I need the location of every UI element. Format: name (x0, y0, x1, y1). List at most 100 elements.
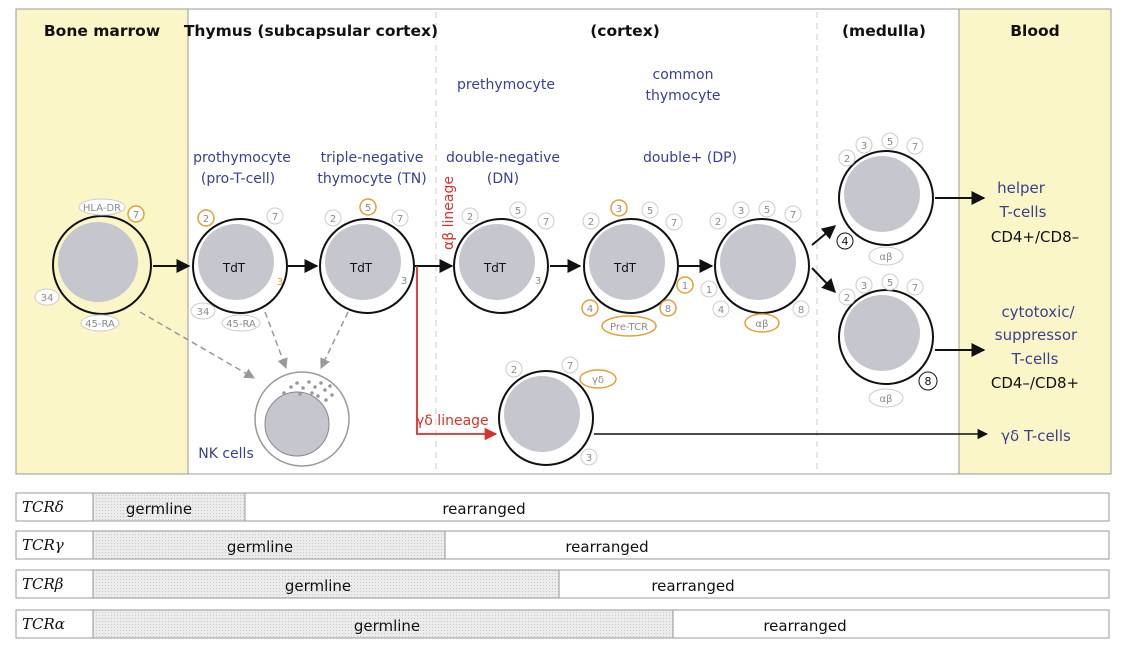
svg-text:HLA-DR: HLA-DR (83, 203, 121, 214)
marker-cd8: 8 (792, 300, 810, 318)
svg-text:3: 3 (616, 204, 622, 215)
tdt-label: TdT (483, 261, 507, 275)
tcr-germline: germline (227, 538, 293, 556)
svg-text:5: 5 (887, 278, 893, 289)
svg-text:7: 7 (397, 214, 403, 225)
label-double-negative-1: double-negative (446, 150, 560, 166)
svg-text:2: 2 (844, 293, 850, 304)
marker-cd2: 2 (709, 212, 727, 230)
output-cytotoxic-4: CD4–/CD8+ (991, 374, 1079, 392)
arrow-bone-marrow-to-nk (139, 311, 255, 379)
marker-cd5: 5 (509, 201, 527, 219)
marker-cd3-cytoplasmic: 3 (401, 276, 407, 287)
svg-text:4: 4 (842, 235, 849, 248)
tcr-label: TCRα (22, 615, 65, 633)
svg-text:3: 3 (861, 141, 867, 152)
marker-hla-dr: HLA-DR (78, 198, 126, 216)
output-gd-tcells: γδ T-cells (1001, 427, 1071, 445)
arrow-gd-branch (416, 266, 498, 441)
header-medulla: (medulla) (842, 22, 926, 40)
svg-text:2: 2 (844, 154, 850, 165)
marker-cd2: 2 (461, 207, 479, 225)
svg-text:2: 2 (715, 217, 721, 228)
tcr-label: TCRδ (22, 498, 64, 516)
output-cytotoxic-3: T-cells (1011, 350, 1059, 368)
svg-text:4: 4 (587, 304, 593, 315)
marker-cd3-cytoplasmic: 3 (277, 277, 283, 288)
marker-ab-tcr: αβ (868, 388, 904, 408)
svg-text:3: 3 (586, 453, 592, 464)
svg-text:8: 8 (798, 305, 804, 316)
marker-cd2: 2 (838, 288, 856, 306)
arrow-to-cd4 (811, 225, 837, 246)
marker-cd3: 3 (855, 136, 873, 154)
marker-cd7: 7 (266, 207, 284, 225)
marker-pre-tcr: Pre-TCR (601, 315, 657, 337)
label-nk-cells: NK cells (198, 446, 254, 462)
tcr-rearranged: rearranged (565, 538, 648, 556)
cell-double-positive-tdt: TdT (583, 218, 679, 314)
cell-cd8-single-positive (838, 289, 934, 385)
svg-text:αβ: αβ (880, 394, 893, 405)
label-gd-lineage: γδ lineage (416, 413, 489, 429)
tcr-rearranged: rearranged (763, 617, 846, 635)
marker-cd4: 4 (581, 299, 599, 317)
marker-cd7: 7 (665, 213, 683, 231)
marker-cd7: 7 (906, 278, 924, 296)
output-cytotoxic-1: cytotoxic/ (1001, 303, 1075, 321)
svg-text:αβ: αβ (880, 252, 893, 263)
marker-gd-tcr: γδ (579, 369, 617, 389)
tcr-row: TCRδ germline rearranged (15, 492, 1110, 522)
marker-cd5: 5 (881, 273, 899, 291)
marker-cd45ra: 45-RA (80, 314, 120, 332)
svg-text:7: 7 (567, 361, 573, 372)
tdt-label: TdT (613, 261, 637, 275)
cell-cd4-single-positive (838, 150, 934, 246)
svg-text:7: 7 (912, 142, 918, 153)
svg-text:5: 5 (647, 206, 653, 217)
svg-text:34: 34 (197, 307, 210, 318)
tcr-label: TCRβ (22, 575, 64, 593)
marker-cd3: 3 (610, 199, 628, 217)
marker-cd7: 7 (906, 137, 924, 155)
tcr-germline: germline (354, 617, 420, 635)
marker-cd3: 3 (580, 448, 598, 466)
marker-cd5: 5 (758, 200, 776, 218)
marker-cd1: 1 (676, 276, 694, 294)
label-common-thymocyte-1: common (653, 67, 714, 83)
blood-panel (958, 8, 1112, 475)
label-triple-negative-2: thymocyte (TN) (317, 171, 426, 187)
header-bone-marrow: Bone marrow (44, 22, 160, 40)
tdt-label: TdT (222, 261, 246, 275)
arrow-to-cd8 (811, 267, 836, 294)
tcr-rearranged: rearranged (442, 500, 525, 518)
marker-cd3-cytoplasmic: 3 (535, 276, 541, 287)
svg-text:7: 7 (790, 210, 796, 221)
marker-ab-tcr: αβ (868, 246, 904, 266)
tcr-germline: germline (126, 500, 192, 518)
marker-cd7: 7 (127, 205, 145, 223)
marker-cd4: 4 (836, 232, 854, 250)
label-prothymocyte-1: prothymocyte (193, 150, 291, 166)
svg-text:γδ: γδ (592, 375, 604, 386)
output-cytotoxic-2: suppressor (995, 326, 1078, 344)
svg-text:45-RA: 45-RA (85, 319, 115, 330)
marker-cd5: 5 (359, 198, 377, 216)
cell-bone-marrow-precursor (52, 215, 152, 315)
svg-text:3: 3 (738, 206, 744, 217)
label-double-negative-2: (DN) (487, 171, 519, 187)
marker-cd5: 5 (641, 201, 659, 219)
arrow-triple-negative-to-nk (320, 311, 349, 369)
output-helper-3: CD4+/CD8– (991, 228, 1079, 246)
svg-text:2: 2 (467, 212, 473, 223)
svg-text:1: 1 (682, 281, 688, 292)
tcr-label: TCRγ (22, 536, 64, 554)
cell-nk (254, 371, 350, 467)
header-blood: Blood (1010, 22, 1060, 40)
tcr-row: TCRα germline rearranged (15, 609, 1110, 639)
cell-triple-negative: TdT (319, 218, 415, 314)
header-thymus-subcapsular: Thymus (subcapsular cortex) (184, 22, 438, 40)
svg-text:7: 7 (272, 212, 278, 223)
svg-text:αβ: αβ (756, 319, 769, 330)
